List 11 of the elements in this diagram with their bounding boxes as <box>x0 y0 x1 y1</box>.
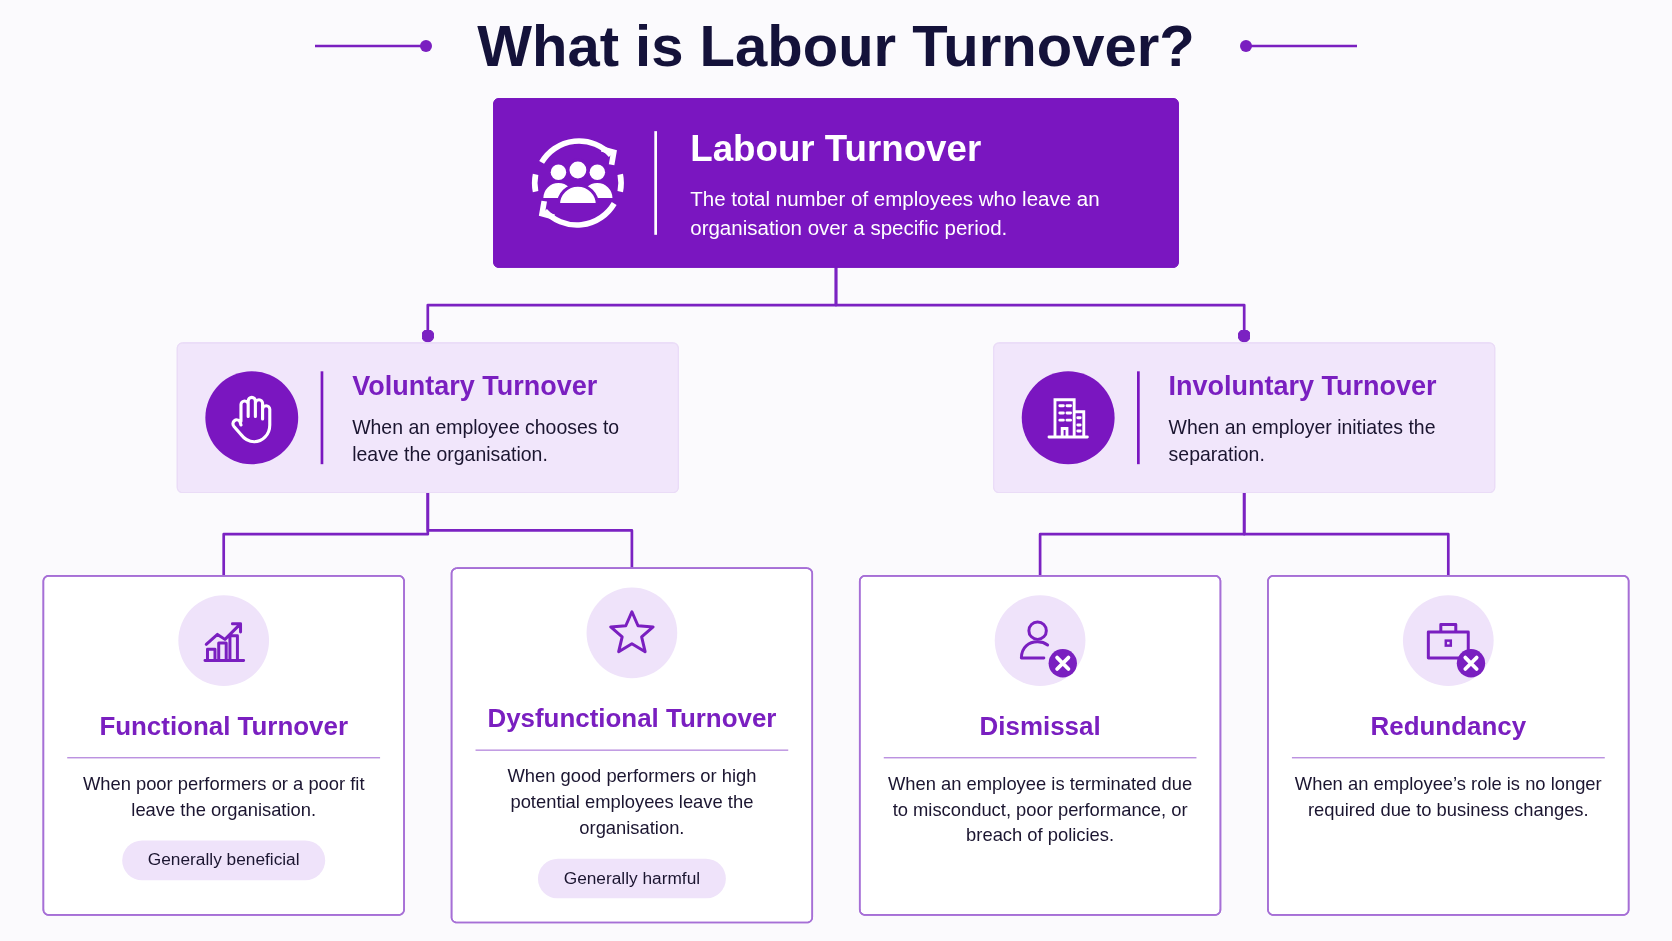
connector-line <box>1242 492 1450 576</box>
connector-line <box>426 492 634 568</box>
process-box: Functional Turnover When poor performers or a poor fit leave the organisation. Generally beneficial <box>42 574 405 916</box>
connector-line <box>834 267 1251 343</box>
process-box: Redundancy When an employee’s role is no longer required due to business changes. <box>1267 574 1630 916</box>
title: What is Labour Turnover? <box>477 14 1195 78</box>
process-box: Dismissal When an employee is terminated due to misconduct, poor performance, or breach of policies. <box>858 574 1222 916</box>
process-box: Dysfunctional Turnover When good performers or high potential employees leave the organisation. Generally harmful <box>450 567 814 924</box>
process-box: Labour Turnover The total number of employees who leave an organisation over a specific period. <box>493 97 1179 268</box>
process-box: Voluntary Turnover When an employee chooses to leave the organisation. <box>176 342 679 493</box>
process-box: Involuntary Turnover When an employer initiates the separation. <box>993 342 1496 493</box>
